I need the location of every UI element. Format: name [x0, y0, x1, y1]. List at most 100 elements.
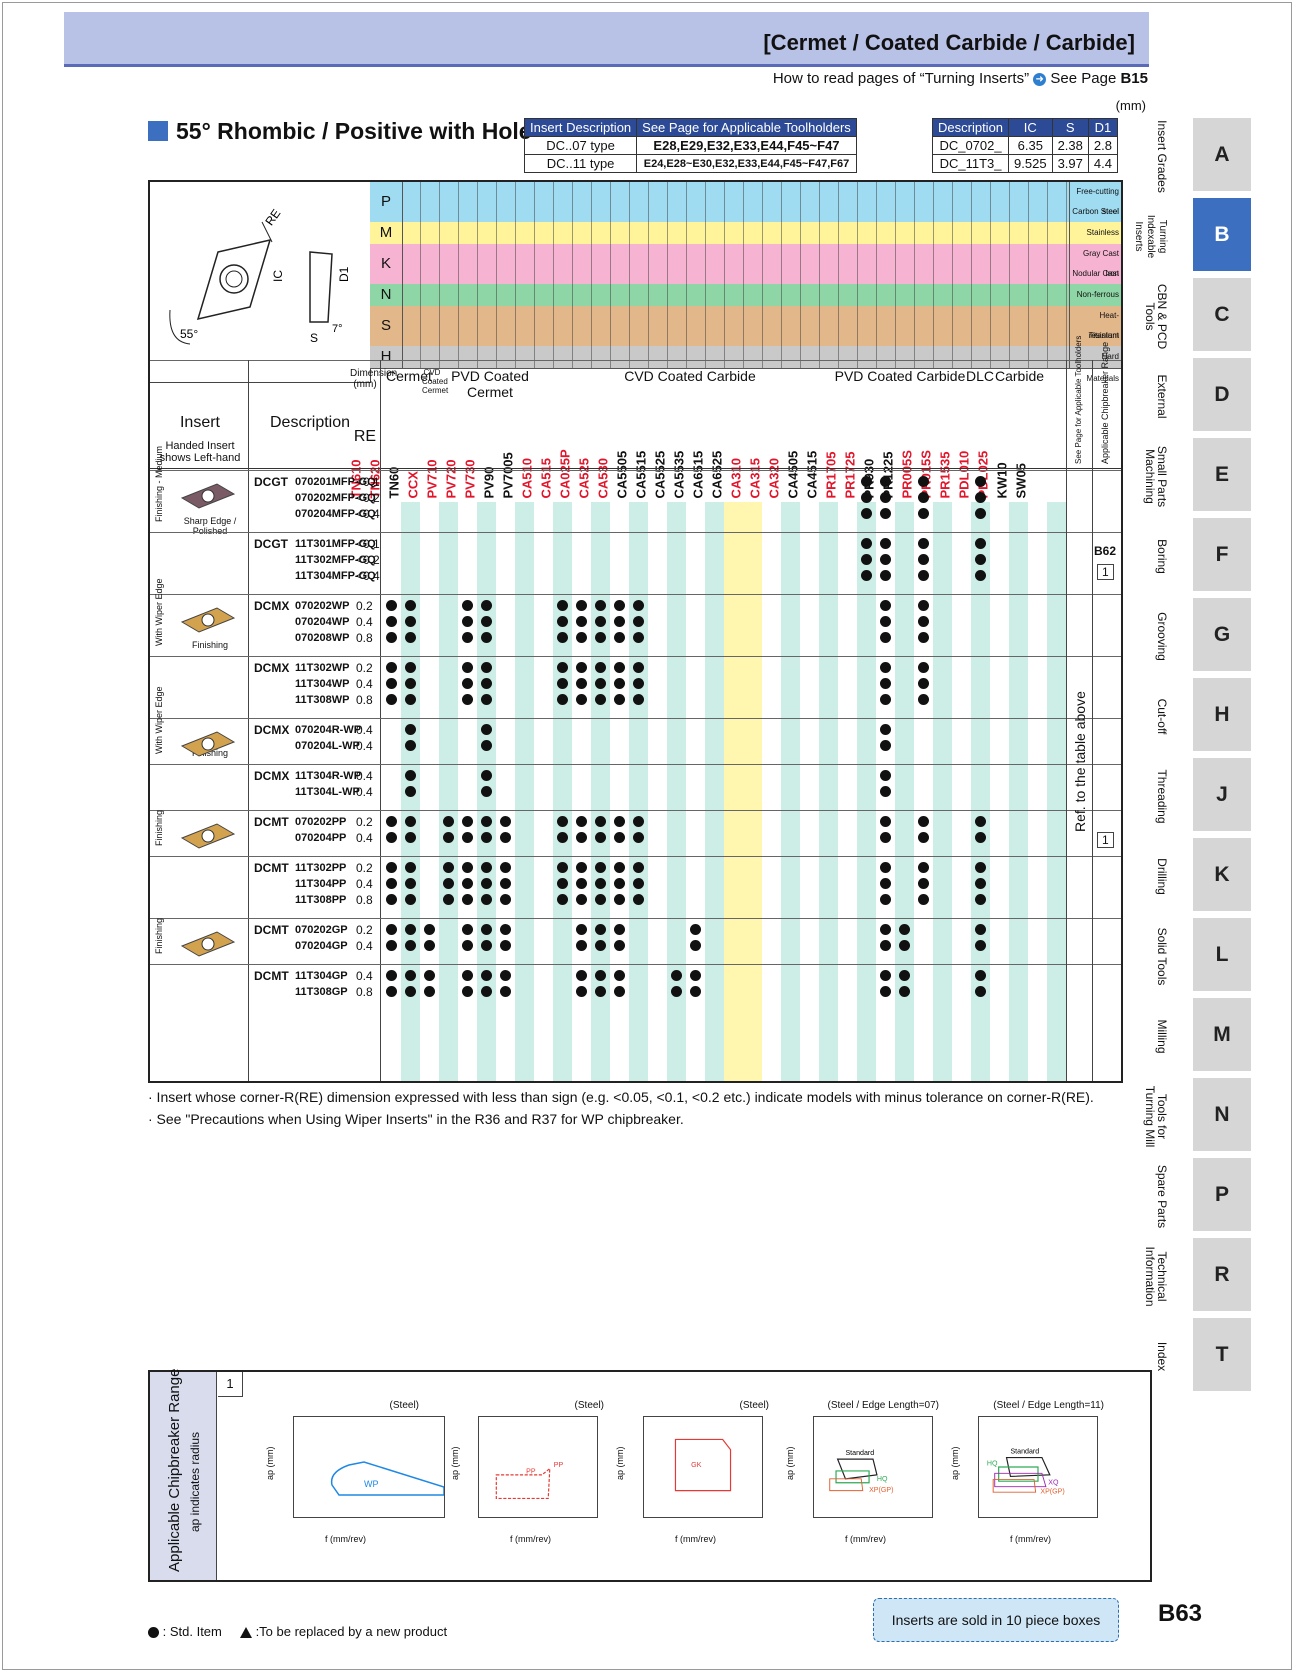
insert-code[interactable]: 070204MFP-GQ [295, 508, 376, 520]
tab-n[interactable]: N [1193, 1078, 1251, 1153]
insert-code[interactable]: 070208WP [295, 632, 350, 644]
insert-code[interactable]: 11T308WP [295, 694, 350, 706]
insert-code[interactable]: 11T302PP [295, 862, 347, 874]
footnotes: · Insert whose corner-R(RE) dimension ex… [148, 1086, 1094, 1130]
insert-code[interactable]: 11T304R-WP [295, 770, 362, 782]
insert-code[interactable]: 070204R-WP [295, 724, 362, 736]
tab-g[interactable]: G [1193, 598, 1251, 673]
std-item-dot [462, 970, 473, 981]
re-value: <0.4 [356, 507, 380, 521]
re-value: 0.8 [356, 631, 373, 645]
section-title-text: 55° Rhombic / Positive with Hole [176, 118, 532, 144]
insert-code[interactable]: 070202WP [295, 600, 350, 612]
grade-label-sw05: SW05 [1013, 463, 1029, 499]
material-letter: H [370, 346, 403, 368]
handed-note: Handed Insert shows Left-hand [159, 440, 241, 464]
std-item-dot [481, 878, 492, 889]
tab-f[interactable]: F [1193, 518, 1251, 593]
insert-code[interactable]: 070204WP [295, 616, 350, 628]
see-page-link[interactable]: B15 [1120, 70, 1148, 87]
svg-text:RE: RE [262, 206, 283, 228]
std-item-dot [386, 600, 397, 611]
std-item-dot [500, 970, 511, 981]
std-item-dot [614, 986, 625, 997]
insert-code[interactable]: 11T308PP [295, 894, 347, 906]
insert-code[interactable]: 11T302WP [295, 662, 350, 674]
tab-k[interactable]: K [1193, 838, 1251, 913]
tab-label: Threading [1155, 769, 1169, 824]
std-item-dot [576, 816, 587, 827]
material-letter: M [370, 222, 403, 244]
chip-range-column [1092, 360, 1119, 1081]
std-item-dot [918, 570, 929, 581]
std-item-dot [880, 694, 891, 705]
std-item-dot [671, 970, 682, 981]
material-grid [402, 244, 1069, 284]
std-item-dot [405, 632, 416, 643]
insert-photo [172, 862, 242, 904]
tab-a[interactable]: A [1193, 118, 1251, 193]
std-item-dot [975, 832, 986, 843]
tab-c[interactable]: C [1193, 278, 1251, 353]
insert-code[interactable]: 070204L-WP [295, 740, 360, 752]
table-row-divider [150, 470, 1121, 471]
svg-text:PP: PP [526, 1467, 536, 1475]
chip-range-header: Applicable Chipbreaker Range [1100, 341, 1110, 464]
insert-code[interactable]: 11T304MFP-GQ [295, 570, 376, 582]
grade-column [914, 502, 934, 1081]
std-item-dot [880, 924, 891, 935]
insert-code[interactable]: 11T304GP [295, 970, 348, 982]
insert-code[interactable]: 070204PP [295, 832, 347, 844]
note-2: · See "Precautions when Using Wiper Inse… [148, 1111, 684, 1127]
table-row-divider [150, 532, 1121, 533]
td-pages[interactable]: E24,E28~E30,E32,E33,E44,F45~F47,F67 [636, 154, 857, 173]
tab-p[interactable]: P [1193, 1158, 1251, 1233]
material-grid [402, 222, 1069, 244]
tab-e[interactable]: E [1193, 438, 1251, 513]
insert-code[interactable]: 070202GP [295, 924, 348, 936]
grade-column [781, 502, 801, 1081]
tab-m[interactable]: M [1193, 998, 1251, 1073]
insert-code[interactable]: 11T304WP [295, 678, 350, 690]
tab-h[interactable]: H [1193, 678, 1251, 753]
insert-code[interactable]: 11T302MFP-GQ [295, 554, 376, 566]
re-value: 0.4 [356, 831, 373, 845]
insert-code[interactable]: 11T301MFP-GQ [295, 538, 376, 550]
insert-code[interactable]: 11T308GP [295, 986, 348, 998]
insert-code[interactable]: 11T304L-WP [295, 786, 360, 798]
insert-photo [172, 970, 242, 996]
std-item-dot [500, 862, 511, 873]
std-item-dot [975, 492, 986, 503]
tab-b[interactable]: B [1193, 198, 1251, 273]
chart-xlabel: f (mm/rev) [675, 1534, 716, 1544]
insert-code[interactable]: 070202MFP-GQ [295, 492, 376, 504]
td-pages[interactable]: E28,E29,E32,E33,E44,F45~F47 [636, 136, 857, 155]
grade-column [857, 502, 877, 1081]
insert-code[interactable]: 070201MFP-GQ [295, 476, 376, 488]
std-item-dot [918, 816, 929, 827]
std-item-dot [918, 600, 929, 611]
std-item-dot [386, 662, 397, 673]
tab-r[interactable]: R [1193, 1238, 1251, 1313]
tab-l[interactable]: L [1193, 918, 1251, 993]
tab-d[interactable]: D [1193, 358, 1251, 433]
insert-code[interactable]: 070204GP [295, 940, 348, 952]
std-item-dot [880, 894, 891, 905]
std-item-dot [405, 678, 416, 689]
category-label: With Wiper Edge [154, 686, 164, 754]
chart-ylabel: ap (mm) [450, 1446, 460, 1481]
grade-column [629, 502, 649, 1081]
std-item-dot [614, 970, 625, 981]
std-item-dot [557, 678, 568, 689]
tab-t[interactable]: T [1193, 1318, 1251, 1393]
insert-code[interactable]: 070202PP [295, 816, 347, 828]
std-item-dot [576, 616, 587, 627]
grade-column [724, 502, 744, 1081]
insert-code[interactable]: 11T304PP [295, 878, 347, 890]
std-item-dot [614, 678, 625, 689]
tab-j[interactable]: J [1193, 758, 1251, 833]
